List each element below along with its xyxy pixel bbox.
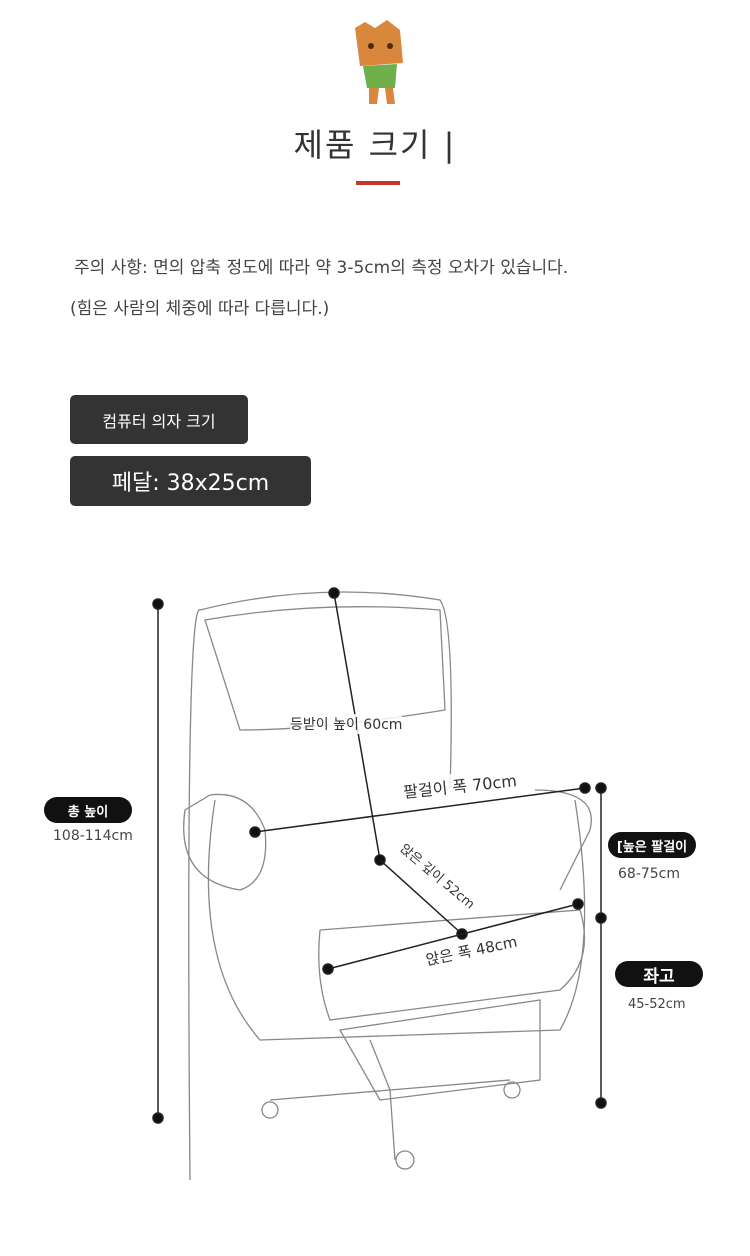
chair-diagram xyxy=(152,587,607,1181)
backrest-height-label: 등받이 높이 60cm xyxy=(290,714,403,734)
pedal-size-tag: 페달: 38x25cm xyxy=(70,456,311,506)
note-line-1: 주의 사항: 면의 압축 정도에 따라 약 3-5cm의 측정 오차가 있습니다… xyxy=(74,258,569,278)
armrest-height-value: 68-75cm xyxy=(618,866,681,882)
seat-height-label: 좌고 xyxy=(615,961,703,987)
mascot-logo xyxy=(355,20,403,104)
chair-size-tag: 컴퓨터 의자 크기 xyxy=(70,395,248,444)
total-height-label: 총 높이 xyxy=(44,797,132,823)
page-title: 제품 크기 | xyxy=(293,126,457,164)
total-height-value: 108-114cm xyxy=(53,828,133,844)
armrest-height-label: [높은 팔걸이 xyxy=(608,832,696,858)
seat-height-value: 45-52cm xyxy=(628,997,686,1012)
note-line-2: (힘은 사람의 체중에 따라 다릅니다.) xyxy=(70,299,330,319)
title-underline xyxy=(356,181,400,185)
